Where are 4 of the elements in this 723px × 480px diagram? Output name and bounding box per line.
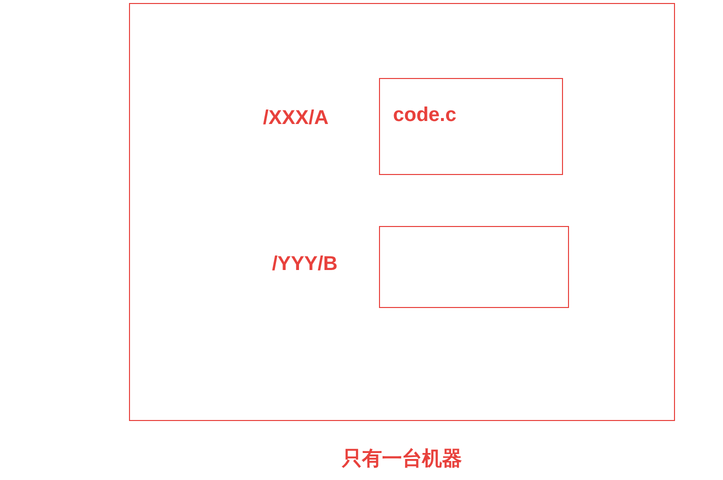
machine-label: 只有一台机器 <box>340 447 463 471</box>
path-label: /XXX/A <box>263 106 329 130</box>
file-name: code.c <box>393 103 456 127</box>
path-label: /YYY/B <box>272 252 338 276</box>
